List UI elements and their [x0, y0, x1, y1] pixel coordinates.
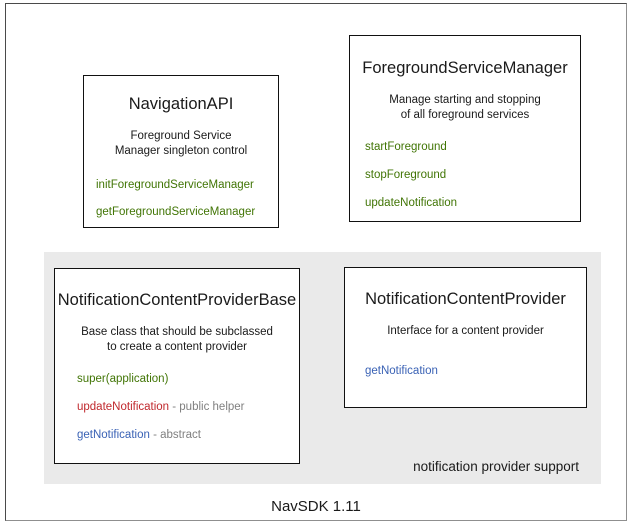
- member-row[interactable]: getNotification: [365, 365, 586, 379]
- member-name: stopForeground: [365, 169, 447, 182]
- class-box-foreground-service-manager[interactable]: ForegroundServiceManager Manage starting…: [349, 35, 581, 222]
- class-description-notification-content-provider: Interface for a content provider: [345, 324, 586, 339]
- member-list-navigation-api: initForegroundServiceManager getForegrou…: [84, 179, 278, 220]
- class-box-notification-content-provider[interactable]: NotificationContentProvider Interface fo…: [344, 267, 587, 408]
- group-panel-caption: notification provider support: [413, 459, 579, 474]
- member-note: - abstract: [149, 428, 202, 441]
- slide-frame: notification provider support Navigation…: [5, 3, 627, 521]
- class-description-line: Foreground Service: [130, 129, 232, 142]
- member-name: getNotification: [77, 428, 150, 441]
- member-name: getForegroundServiceManager: [96, 206, 256, 219]
- class-box-notification-content-provider-base[interactable]: NotificationContentProviderBase Base cla…: [54, 268, 300, 464]
- class-title-notification-content-provider-base: NotificationContentProviderBase: [57, 291, 297, 309]
- member-row[interactable]: startForeground: [365, 141, 580, 155]
- member-name: updateNotification: [365, 196, 458, 209]
- member-name: initForegroundServiceManager: [96, 179, 254, 192]
- member-row[interactable]: updateNotification - public helper: [77, 401, 299, 415]
- member-list-notification-content-provider-base: super(application) updateNotification - …: [55, 373, 299, 442]
- member-row[interactable]: stopForeground: [365, 169, 580, 183]
- member-name: updateNotification: [77, 401, 170, 414]
- class-description-line: to create a content provider: [107, 341, 247, 354]
- member-name: startForeground: [365, 141, 447, 154]
- member-name: getNotification: [365, 365, 438, 378]
- member-name: super(application): [77, 373, 169, 386]
- member-note: - public helper: [169, 401, 245, 414]
- class-title-notification-content-provider: NotificationContentProvider: [365, 290, 566, 308]
- member-list-foreground-service-manager: startForeground stopForeground updateNot…: [350, 141, 580, 210]
- class-description-foreground-service-manager: Manage starting and stopping of all fore…: [350, 93, 580, 124]
- member-row[interactable]: initForegroundServiceManager: [96, 179, 278, 193]
- class-description-line: Manage starting and stopping: [389, 93, 541, 106]
- class-description-line: of all foreground services: [400, 109, 530, 122]
- class-box-navigation-api[interactable]: NavigationAPI Foreground Service Manager…: [83, 75, 279, 228]
- class-description-line: Interface for a content provider: [387, 324, 544, 337]
- class-description-line: Base class that should be subclassed: [81, 325, 273, 338]
- class-title-navigation-api: NavigationAPI: [128, 95, 234, 113]
- class-description-line: Manager singleton control: [114, 145, 248, 158]
- member-row[interactable]: getNotification - abstract: [77, 429, 299, 443]
- diagram-caption: NavSDK 1.11: [271, 498, 361, 515]
- member-row[interactable]: updateNotification: [365, 197, 580, 211]
- class-description-notification-content-provider-base: Base class that should be subclassed to …: [55, 325, 299, 356]
- class-description-navigation-api: Foreground Service Manager singleton con…: [84, 129, 278, 160]
- member-row[interactable]: super(application): [77, 373, 299, 387]
- class-title-foreground-service-manager: ForegroundServiceManager: [362, 59, 568, 77]
- member-row[interactable]: getForegroundServiceManager: [96, 206, 278, 220]
- member-list-notification-content-provider: getNotification: [345, 365, 586, 379]
